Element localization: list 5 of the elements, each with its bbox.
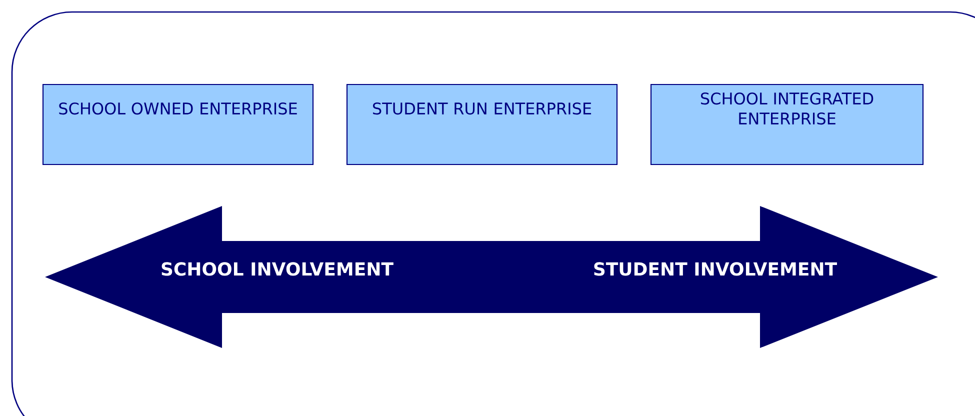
enterprise-box: SCHOOL OWNED ENTERPRISE — [42, 84, 314, 166]
arrow-label: STUDENT INVOLVEMENT — [594, 262, 837, 276]
enterprise-box: STUDENT RUN ENTERPRISE — [346, 84, 618, 166]
arrow-label: SCHOOL INVOLVEMENT — [162, 262, 394, 276]
enterprise-box: SCHOOL INTEGRATED ENTERPRISE — [650, 84, 924, 166]
